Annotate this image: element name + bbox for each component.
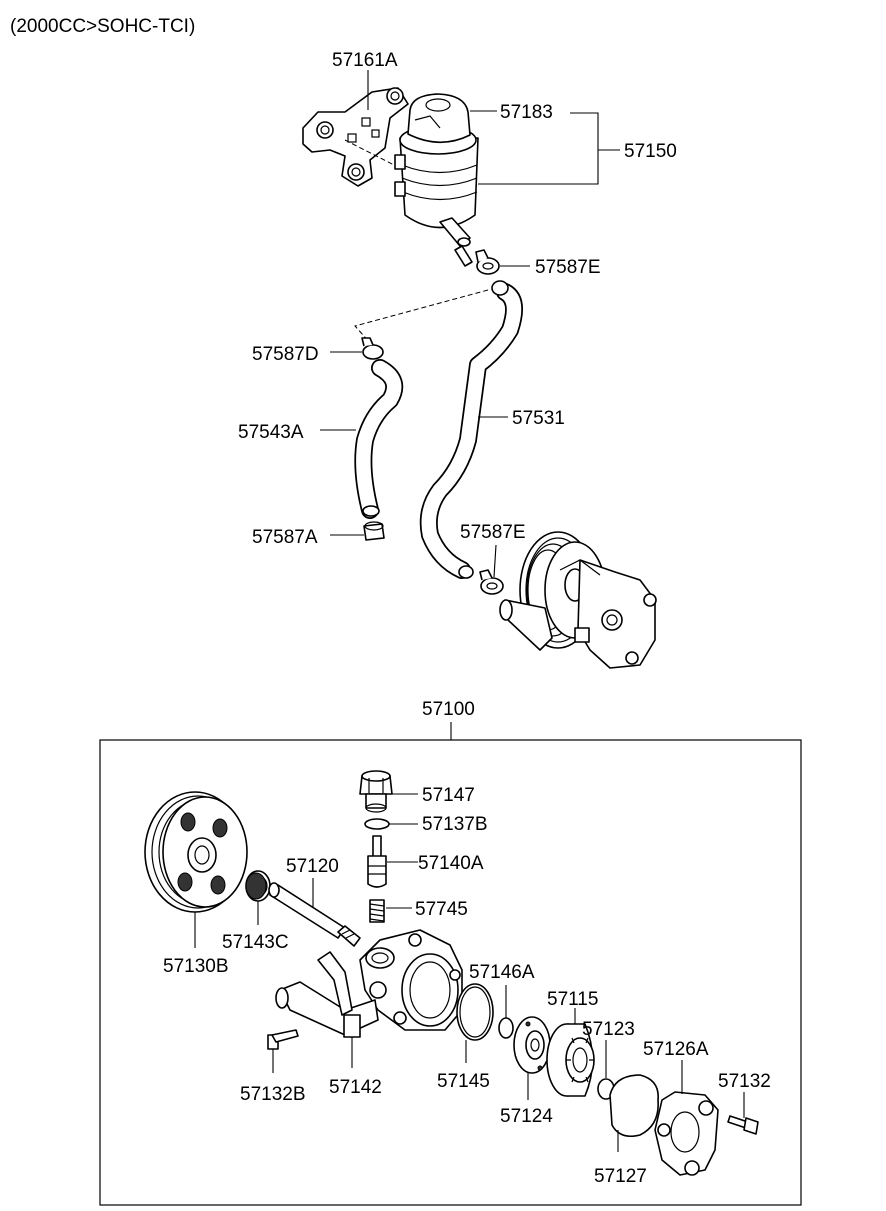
reservoir-assembly[interactable] bbox=[394, 93, 479, 267]
label-57587E-lower: 57587E bbox=[460, 522, 526, 543]
bolt-57132B[interactable] bbox=[267, 1029, 299, 1050]
pump-body[interactable] bbox=[359, 929, 463, 1031]
label-57587E-top: 57587E bbox=[535, 257, 601, 278]
return-hose[interactable] bbox=[419, 280, 523, 579]
gasket[interactable] bbox=[609, 1074, 659, 1138]
o-ring-57145[interactable] bbox=[456, 983, 494, 1041]
hose-clamp-lower[interactable] bbox=[479, 569, 504, 595]
label-57183: 57183 bbox=[500, 102, 553, 123]
label-57132B: 57132B bbox=[240, 1084, 306, 1105]
label-57587A: 57587A bbox=[252, 527, 318, 548]
hose-clamp-top[interactable] bbox=[475, 249, 500, 275]
hose-clamp-d[interactable] bbox=[361, 337, 384, 360]
label-57143C: 57143C bbox=[222, 932, 289, 953]
variant-header: (2000CC>SOHC-TCI) bbox=[10, 16, 195, 37]
label-57140A: 57140A bbox=[418, 853, 484, 874]
label-57150: 57150 bbox=[624, 141, 677, 162]
hose-clamp-a[interactable] bbox=[363, 521, 385, 541]
suction-pipe-connector[interactable] bbox=[275, 951, 379, 1038]
o-ring-57146A[interactable] bbox=[498, 1017, 514, 1039]
label-57132: 57132 bbox=[718, 1071, 771, 1092]
label-57531: 57531 bbox=[512, 408, 565, 429]
label-57100: 57100 bbox=[422, 699, 475, 720]
side-plate[interactable] bbox=[513, 1016, 551, 1074]
label-57137B: 57137B bbox=[422, 814, 488, 835]
exploded-view-frame bbox=[99, 739, 802, 1206]
flow-control-valve[interactable] bbox=[367, 835, 387, 888]
label-57115: 57115 bbox=[547, 989, 598, 1010]
label-57147: 57147 bbox=[422, 785, 475, 806]
reservoir-bracket[interactable] bbox=[302, 87, 409, 187]
label-57142: 57142 bbox=[329, 1077, 382, 1098]
rear-cover[interactable] bbox=[654, 1091, 719, 1176]
suction-hose[interactable] bbox=[354, 359, 404, 519]
label-57123: 57123 bbox=[582, 1019, 635, 1040]
o-ring-57137B[interactable] bbox=[364, 818, 390, 830]
pump-assembly-view[interactable] bbox=[499, 531, 657, 669]
label-57130B: 57130B bbox=[163, 956, 229, 977]
label-57126A: 57126A bbox=[643, 1039, 709, 1060]
oil-seal[interactable] bbox=[245, 870, 271, 902]
bolt-57132[interactable] bbox=[727, 1115, 759, 1135]
label-57745: 57745 bbox=[415, 899, 468, 920]
pulley[interactable] bbox=[144, 791, 248, 913]
label-57543A: 57543A bbox=[238, 422, 304, 443]
label-57124: 57124 bbox=[500, 1106, 553, 1127]
label-57127: 57127 bbox=[594, 1166, 647, 1187]
drive-shaft[interactable] bbox=[268, 882, 361, 947]
label-57146A: 57146A bbox=[469, 962, 535, 983]
label-57120: 57120 bbox=[286, 856, 339, 877]
reservoir-cap bbox=[407, 93, 471, 144]
valve-spring[interactable] bbox=[369, 899, 385, 923]
label-57145: 57145 bbox=[437, 1071, 490, 1092]
label-57161A: 57161A bbox=[332, 50, 398, 71]
label-57587D: 57587D bbox=[252, 344, 319, 365]
cam-ring-rotor[interactable] bbox=[546, 1023, 595, 1097]
outlet-fitting[interactable] bbox=[359, 770, 393, 813]
